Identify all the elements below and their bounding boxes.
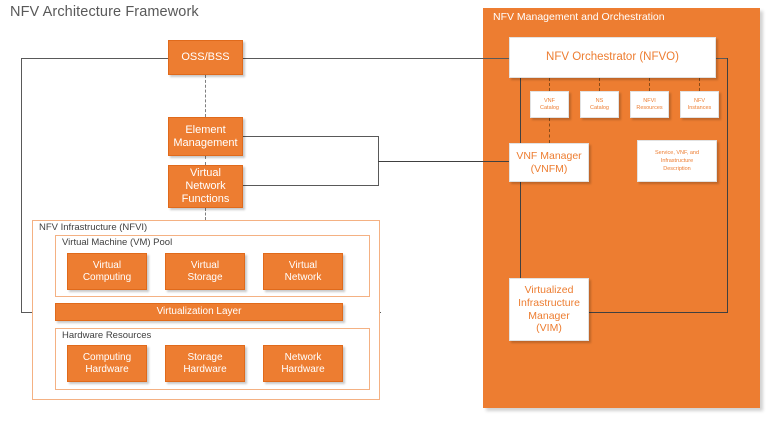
box-nfv-instances-line1: NFV [694,97,705,104]
box-vnf-manager-line1: VNF Manager [516,149,582,162]
box-vnf-label-line2: Network [185,180,226,193]
box-description-line1: Service, VNF, and [654,149,700,156]
box-vim-line1: Virtualized [524,284,574,297]
dashed-connector-nfvo-nfv-instances [699,78,700,91]
box-nfv-orchestrator-label: NFV Orchestrator (NFVO) [546,50,679,63]
box-description-line3: Description [663,166,691,173]
box-vnf-catalog[interactable]: VNF Catalog [530,91,569,118]
box-nfv-instances-line2: Instances [687,104,712,111]
box-vnf-manager[interactable]: VNF Manager (VNFM) [509,143,589,182]
box-nfv-orchestrator[interactable]: NFV Orchestrator (NFVO) [509,37,716,78]
box-virtualization-layer[interactable]: Virtualization Layer [55,303,343,321]
box-ns-catalog-line1: NS [595,97,604,104]
box-virtual-network-functions[interactable]: Virtual Network Functions [168,165,243,208]
box-vnf-catalog-line1: VNF [544,97,555,104]
box-nfv-instances[interactable]: NFV Instances [680,91,719,118]
hardware-resources-label: Hardware Resources [62,330,152,341]
box-nfvi-resources-line2: Resources [636,104,663,111]
dashed-connector-nfvo-nfvi-resources [649,78,650,91]
dashed-connector-ossbss-element-management [205,75,206,117]
box-virtual-computing[interactable]: Virtual Computing [67,253,147,290]
dashed-connector-vnf-nfvi [205,208,206,220]
box-computing-hardware[interactable]: Computing Hardware [67,345,147,382]
dashed-connector-nfvo-ns-catalog [599,78,600,91]
box-virtual-computing-line2: Computing [82,271,132,283]
box-oss-bss[interactable]: OSS/BSS [168,40,243,75]
box-virtual-computing-line1: Virtual [92,259,122,271]
box-computing-hardware-line1: Computing [82,351,132,363]
box-vim-line3: Manager [528,309,570,322]
box-network-hardware[interactable]: Network Hardware [263,345,343,382]
box-vnf-catalog-line2: Catalog [540,104,559,111]
box-storage-hardware-line1: Storage [187,351,223,363]
box-description-line2: Infrastructure [660,157,694,164]
dashed-connector-vnf-catalog-vnfm [549,118,550,143]
vm-pool-label: Virtual Machine (VM) Pool [62,237,173,248]
box-virtualization-layer-label: Virtualization Layer [156,306,242,318]
connector-nfvo-to-vim-vertical [520,78,521,300]
box-virtualized-infrastructure-manager[interactable]: Virtualized Infrastructure Manager (VIM) [509,278,589,341]
mano-panel-label: NFV Management and Orchestration [493,11,665,23]
box-nfvi-resources[interactable]: NFVI Resources [630,91,669,118]
box-computing-hardware-line2: Hardware [85,363,129,375]
dashed-connector-nfvo-vnf-catalog [549,78,550,91]
connector-ossbss-to-nfvo-horizontal [242,58,728,59]
box-virtual-network-line2: Network [284,271,322,283]
connector-vnf-to-bracket [242,185,379,186]
connector-em-to-bracket [242,136,379,137]
box-virtual-network-line1: Virtual [288,259,318,271]
box-storage-hardware-line2: Hardware [183,363,227,375]
box-element-management-label-line1: Element [185,123,226,136]
connector-vim-right-horizontal [520,312,728,313]
box-virtual-storage[interactable]: Virtual Storage [165,253,245,290]
connector-bracket-vertical [378,136,379,185]
box-virtual-network[interactable]: Virtual Network [263,253,343,290]
box-vim-line2: Infrastructure [518,296,580,309]
box-service-vnf-infrastructure-description[interactable]: Service, VNF, and Infrastructure Descrip… [637,140,717,182]
box-element-management-label-line2: Management [173,136,238,149]
box-ns-catalog[interactable]: NS Catalog [580,91,619,118]
nfvi-panel-label: NFV Infrastructure (NFVI) [39,222,148,233]
box-virtual-storage-line1: Virtual [190,259,220,271]
connector-ossbss-left-horizontal [21,58,169,59]
box-storage-hardware[interactable]: Storage Hardware [165,345,245,382]
box-virtual-storage-line2: Storage [187,271,223,283]
connector-bracket-to-vnfm [378,161,512,162]
box-oss-bss-label: OSS/BSS [181,51,230,64]
box-nfvi-resources-line1: NFVI [643,97,656,104]
page-title: NFV Architecture Framework [10,4,199,20]
box-vnf-label-line3: Functions [181,192,230,205]
box-element-management[interactable]: Element Management [168,117,243,156]
box-vnf-label-line1: Virtual [190,167,221,180]
box-network-hardware-line2: Hardware [281,363,325,375]
connector-nfvo-right-rail-vertical [727,58,728,312]
connector-ossbss-to-nfvi-vertical [21,58,22,312]
dashed-connector-element-management-vnf [205,156,206,165]
box-ns-catalog-line2: Catalog [590,104,609,111]
box-vnf-manager-line2: (VNFM) [530,162,568,175]
box-network-hardware-line1: Network [284,351,322,363]
box-vim-line4: (VIM) [536,322,562,335]
